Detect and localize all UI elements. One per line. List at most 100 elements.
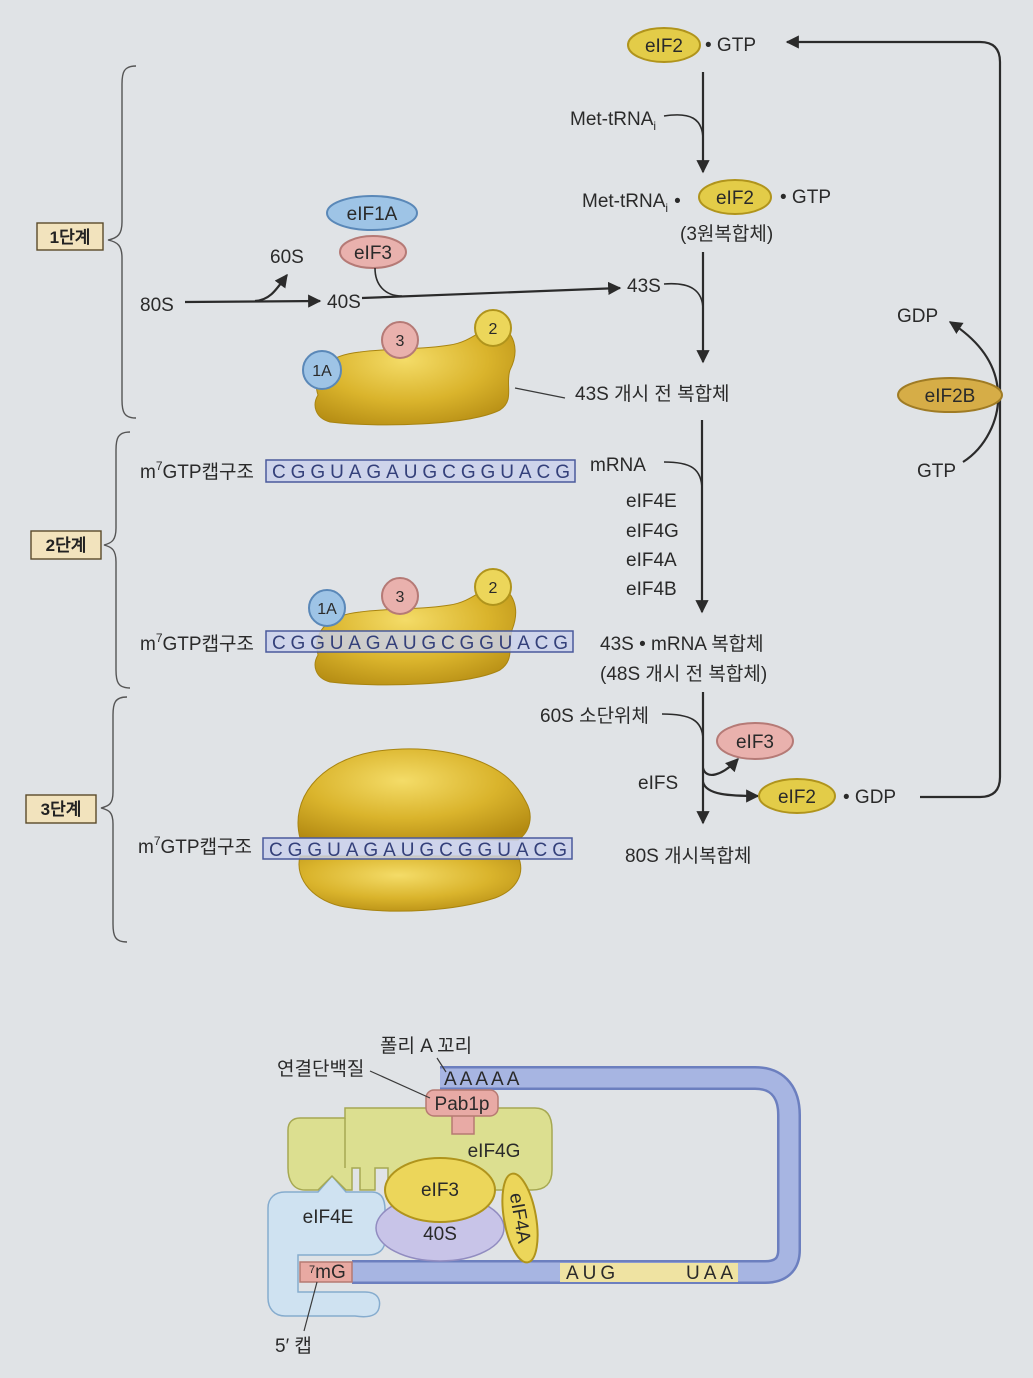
arrow-80s-to-40s <box>184 294 322 308</box>
stage-1-brace <box>107 65 137 419</box>
eif2-recycle-loop-arrow <box>785 35 1002 799</box>
gdp-label-step3: • GDP <box>843 787 896 808</box>
stage-3-brace <box>100 696 128 943</box>
factor-eif4e: eIF4E <box>626 491 677 512</box>
complex-43s-label: 43S 개시 전 복합체 <box>575 383 730 405</box>
arrow-40s-to-43s <box>361 281 622 300</box>
ternary-complex-caption: (3원복합체) <box>680 223 773 245</box>
s43-join-line <box>663 282 704 311</box>
poly-a-tail-label: 폴리 A 꼬리 <box>380 1035 472 1057</box>
s40-label: 40S <box>327 292 361 313</box>
closed-loop-diagram: eIF4G eIF4E AUG UAA AAAAA Pab1p 40S eIF3… <box>267 1035 801 1357</box>
mrna-tube <box>352 1068 799 1282</box>
factor-eif4g: eIF4G <box>626 521 679 542</box>
pab1p-label: Pab1p <box>435 1094 490 1115</box>
arrow-to-60s <box>254 273 288 303</box>
badge-3-step1 <box>381 321 419 359</box>
cap3-superscript: 7 <box>154 834 161 848</box>
badge-1a-step1 <box>302 350 342 390</box>
eif2b-oval <box>897 377 1003 413</box>
pab1p-box <box>425 1089 499 1117</box>
ternary-dot: • <box>674 191 681 212</box>
eif2-oval-step3 <box>758 778 836 814</box>
eif4a-group: eIF4A <box>501 1172 539 1264</box>
badge-1a-step2 <box>308 589 346 627</box>
eif2-oval-ternary <box>698 179 772 215</box>
s43-label: 43S <box>627 276 661 297</box>
stage-2-label-box <box>30 530 102 560</box>
poly-a-sequence: AAAAA <box>444 1069 522 1090</box>
ribosome-60s-subunit <box>297 748 531 841</box>
eif4g-shape <box>287 1107 553 1191</box>
stage-3: 3단계 <box>25 696 128 943</box>
eif3-label-step1: eIF3 <box>354 243 392 264</box>
recycle-gdp-label: GDP <box>897 306 938 327</box>
s80-label: 80S <box>140 295 174 316</box>
badge-3-step2 <box>381 577 419 615</box>
badge-1a-step1-label: 1A <box>312 363 332 380</box>
cap3-rest: GTP캡구조 <box>161 836 253 858</box>
five-prime-cap-label: 5′ 캡 <box>275 1335 312 1357</box>
eif2-oval-top <box>627 27 701 63</box>
eif3-join-line <box>374 267 403 297</box>
m7g-cap-box <box>299 1261 353 1283</box>
cap2-m: m <box>140 634 156 655</box>
stage-1-label: 1단계 <box>50 228 91 247</box>
recycle-gtp-label: GTP <box>917 461 956 482</box>
complex-48s-label: (48S 개시 전 복합체) <box>600 663 767 685</box>
complex-80s-label: 80S 개시복합체 <box>625 845 752 867</box>
stage-3-label-box <box>25 794 97 824</box>
cap2-rest: GTP캡구조 <box>163 633 255 655</box>
eif3-oval-step1 <box>339 235 407 269</box>
badge-2-step2-label: 2 <box>489 580 498 597</box>
arrow-release-eif3 <box>701 758 739 777</box>
eifs-label: eIFS <box>638 773 678 794</box>
s60-label: 60S <box>270 247 304 268</box>
eif2-label-step3: eIF2 <box>778 787 816 808</box>
eif4g-label: eIF4G <box>468 1141 521 1162</box>
eif2-label-top: eIF2 <box>645 36 683 57</box>
cap3-m: m <box>138 837 154 858</box>
eif4e-label: eIF4E <box>303 1207 354 1228</box>
cap-structure-label-1: m7GTP캡구조 <box>140 459 254 483</box>
stage-2-label: 2단계 <box>46 536 87 555</box>
cap-structure-label-3: m7GTP캡구조 <box>138 834 252 858</box>
factor-eif4a: eIF4A <box>626 550 677 571</box>
badge-3-step2-label: 3 <box>396 589 405 606</box>
cap-m: m <box>140 462 156 483</box>
complex-43s-leader-line <box>514 387 566 399</box>
linker-protein-label: 연결단백질 <box>277 1058 364 1080</box>
badge-1a-step2-label: 1A <box>317 601 337 618</box>
badge-2-step2 <box>474 568 512 606</box>
s60-subunit-label: 60S 소단위체 <box>540 705 649 727</box>
stage-3-label: 3단계 <box>41 800 82 819</box>
mrna-sequence-box-1 <box>265 459 576 483</box>
cap-rest: GTP캡구조 <box>163 461 255 483</box>
stop-codon-uaa: UAA <box>686 1263 737 1284</box>
poly-a-leader-line <box>436 1057 447 1073</box>
cap-structure-label-2: m7GTP캡구조 <box>140 631 254 655</box>
ternary-met-trna-subscript: i <box>665 201 668 215</box>
met-trna-subscript: i <box>653 119 656 133</box>
start-codon-aug: AUG <box>566 1263 619 1284</box>
m7g-superscript: 7 <box>309 1264 315 1276</box>
mrna-label: mRNA <box>590 455 646 476</box>
stage-1: 1단계 <box>36 65 137 419</box>
mrna-sequence-box-2 <box>265 630 574 653</box>
ternary-met-trna: Met-tRNAi• <box>582 191 681 215</box>
eif3-oval-step3 <box>716 722 794 760</box>
ribosome-40s-label: 40S <box>423 1224 457 1245</box>
eif3-label-step3: eIF3 <box>736 732 774 753</box>
gtp-label-top: • GTP <box>705 35 756 56</box>
eif4e-shape <box>267 1174 386 1318</box>
badge-2-step1 <box>474 309 512 347</box>
linker-leader-line <box>369 1070 431 1099</box>
cap-superscript: 7 <box>156 459 163 473</box>
eif2-label-ternary: eIF2 <box>716 188 754 209</box>
cap2-superscript: 7 <box>156 631 163 645</box>
eif1a-oval <box>326 195 418 231</box>
met-trna-label: Met-tRNAi <box>570 109 656 133</box>
eif3-oval-loop <box>384 1157 496 1223</box>
mrna-sequence-box-3 <box>262 837 573 860</box>
complex-43s-mrna-label: 43S • mRNA 복합체 <box>600 633 764 655</box>
